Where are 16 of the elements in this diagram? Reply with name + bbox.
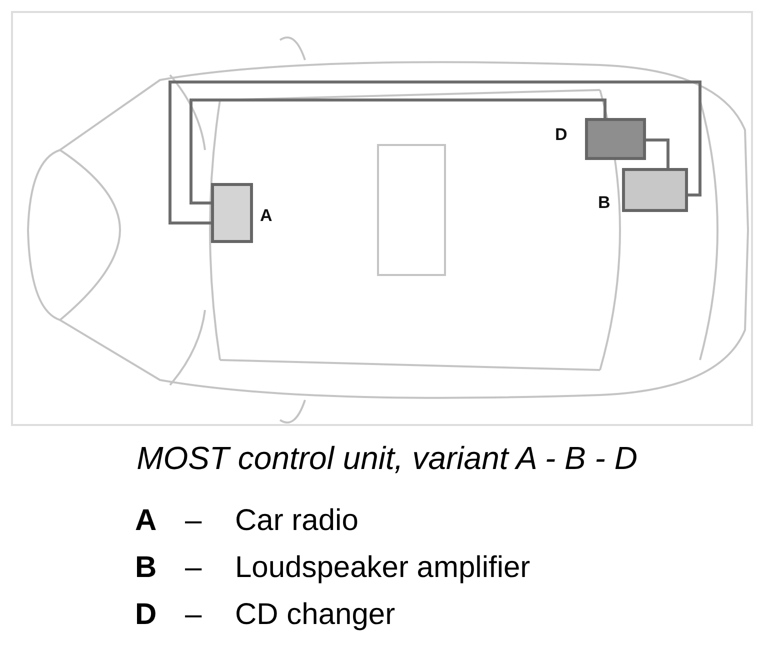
legend-dash: – — [185, 598, 202, 632]
legend-letter: B — [135, 551, 157, 585]
legend-dash: – — [185, 551, 202, 585]
legend-letter: A — [135, 504, 157, 538]
legend-dash: – — [185, 504, 202, 538]
legend-letter: D — [135, 598, 157, 632]
wire — [646, 138, 670, 168]
wire — [168, 80, 702, 224]
legend-description: CD changer — [235, 598, 396, 632]
caption: MOST control unit, variant A - B - D — [136, 440, 638, 477]
legend-description: Car radio — [235, 504, 358, 538]
wire — [190, 98, 606, 204]
legend-description: Loudspeaker amplifier — [235, 551, 530, 585]
unit-letter: A — [260, 207, 272, 225]
unit-letter: D — [555, 126, 568, 144]
unit-letter: B — [598, 194, 610, 212]
